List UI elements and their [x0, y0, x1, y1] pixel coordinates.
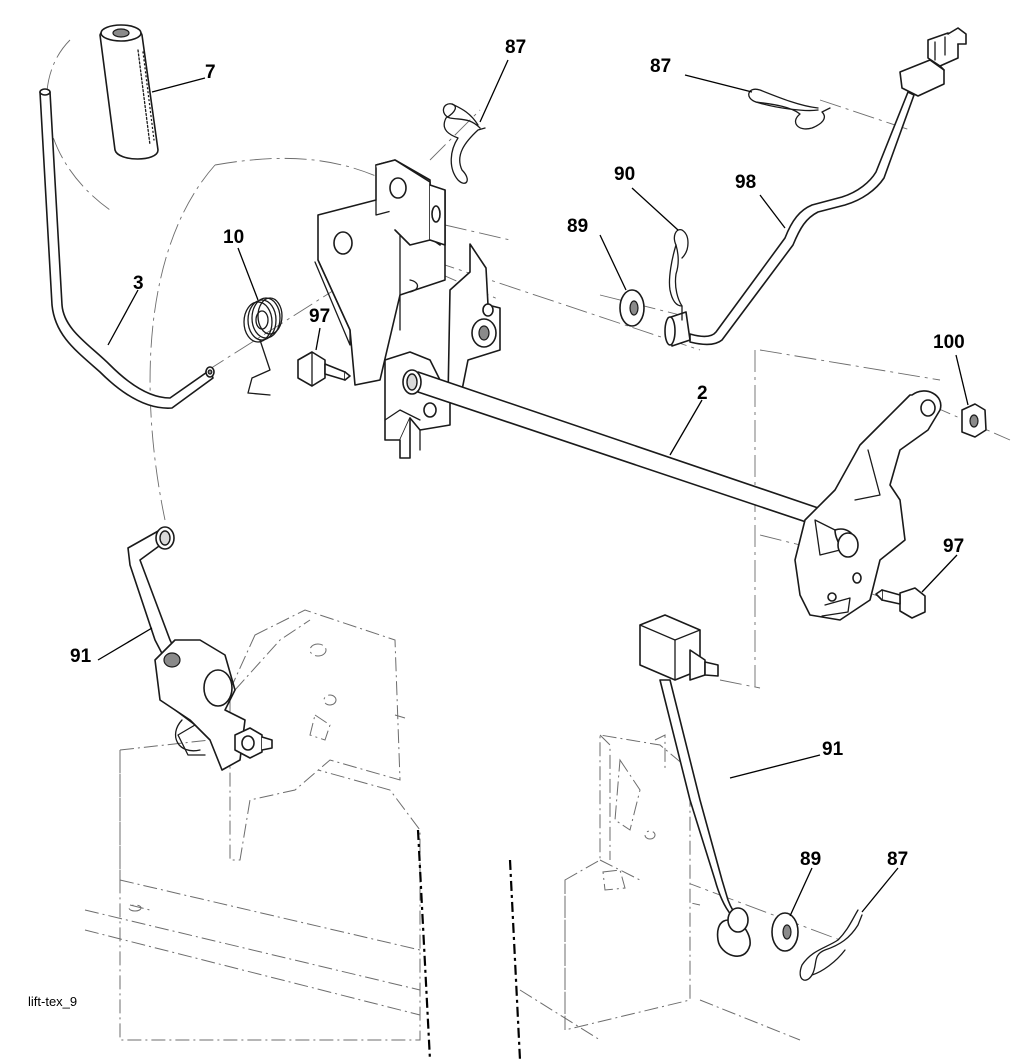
- callout-10: 10: [223, 227, 244, 248]
- cross-shaft-part-2: [402, 369, 831, 531]
- spring-part-10: [243, 297, 283, 396]
- hairpin-clip-top-part-87: [442, 103, 486, 184]
- bolt-right-part-97: [875, 587, 926, 619]
- adjustment-rod-part-98: [664, 27, 967, 347]
- break-line-left: [416, 829, 432, 1061]
- callout-2: 2: [697, 383, 708, 404]
- callout-labels: 7 87 87 90 98 89 10 3 97 100 2 97 91 91 …: [70, 37, 965, 870]
- callout-89-bottom: 89: [800, 849, 821, 870]
- lift-link-left-part-91: [127, 526, 273, 771]
- callout-98: 98: [735, 172, 756, 193]
- clip-part-90: [668, 229, 689, 321]
- lift-handle-part-3: [39, 88, 215, 409]
- washer-top-part-89: [619, 289, 645, 327]
- break-line-right: [508, 859, 522, 1061]
- left-mount-bracket: [314, 159, 501, 459]
- callout-97-left: 97: [309, 306, 330, 327]
- callout-87-right: 87: [650, 56, 671, 77]
- washer-bottom-part-89: [771, 912, 799, 952]
- lift-arm-right: [794, 390, 942, 621]
- callout-91-right: 91: [822, 739, 844, 760]
- callout-97-right: 97: [943, 536, 964, 557]
- bolt-left-part-97: [297, 351, 351, 387]
- handle-grip-part-7: [99, 24, 159, 160]
- figure-caption: lift-tex_9: [28, 994, 77, 1009]
- callout-89-top: 89: [567, 216, 588, 237]
- nut-part-100: [961, 403, 987, 438]
- callout-100: 100: [933, 332, 965, 353]
- right-deck-outline: [519, 734, 801, 1041]
- hairpin-clip-right-part-87: [748, 88, 831, 130]
- callout-87-top: 87: [505, 37, 526, 58]
- callout-7: 7: [205, 62, 216, 83]
- callout-90: 90: [614, 164, 635, 185]
- leader-lines: [97, 59, 969, 917]
- callout-3: 3: [133, 273, 144, 294]
- lift-link-right-part-91: [639, 614, 751, 957]
- callout-87-bottom: 87: [887, 849, 908, 870]
- left-deck-outline: [84, 609, 421, 1041]
- hairpin-clip-bottom-part-87: [799, 909, 863, 981]
- callout-91-left: 91: [70, 646, 92, 667]
